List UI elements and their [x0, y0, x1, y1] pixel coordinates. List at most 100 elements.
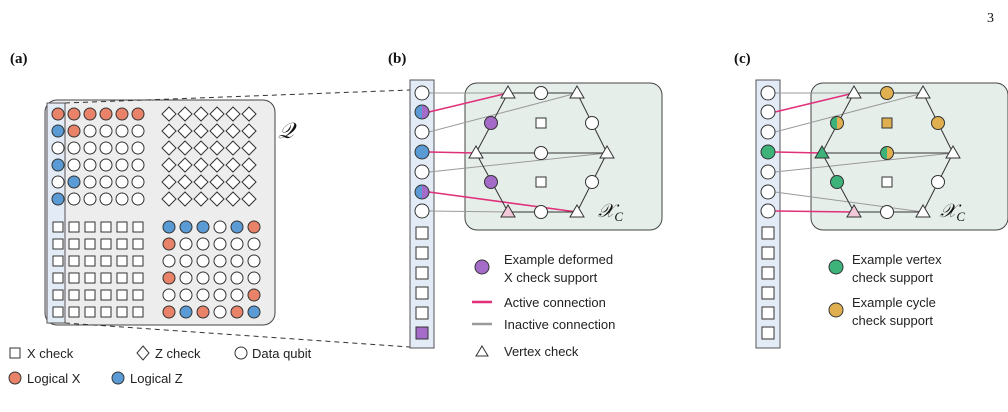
- strip-x-check: [761, 306, 775, 320]
- data-qubit-block-bottom: [162, 220, 261, 319]
- graph-qubit-node: [931, 175, 945, 189]
- strip-x-check: [415, 326, 429, 340]
- data-qubit: [213, 254, 227, 268]
- panel-b: (b) 𝒳C Example deformed X check support …: [388, 51, 663, 359]
- legend-cycle-line1: Example cycle: [852, 295, 936, 310]
- data-qubit: [67, 158, 81, 172]
- face-check: [535, 117, 547, 129]
- graph-qubit-node: [484, 175, 498, 189]
- data-qubit: [99, 175, 113, 189]
- data-qubit: [131, 124, 145, 138]
- data-qubit: [196, 254, 210, 268]
- strip-x-check: [415, 286, 429, 300]
- x-check: [116, 272, 128, 284]
- data-qubit: [196, 220, 210, 234]
- x-check: [116, 306, 128, 318]
- graph-qubit-node: [585, 175, 599, 189]
- strip-x-check: [761, 266, 775, 280]
- x-check: [84, 238, 96, 250]
- z-check: [225, 140, 241, 156]
- graph-panel-c: [810, 82, 1008, 231]
- region-symbol: 𝒬: [278, 118, 297, 143]
- z-check: [161, 191, 177, 207]
- data-qubit: [230, 220, 244, 234]
- panel-c-label: (c): [734, 51, 751, 67]
- data-qubit: [230, 305, 244, 319]
- legend-inactive: Inactive connection: [504, 317, 615, 332]
- data-qubit: [179, 288, 193, 302]
- z-check: [177, 191, 193, 207]
- page-number: 3: [987, 11, 994, 26]
- data-qubit: [83, 124, 97, 138]
- logical-x-icon: [8, 371, 22, 385]
- cycle-graph-c: [814, 85, 961, 219]
- z-check: [193, 157, 209, 173]
- legend-z-check: Z check: [155, 346, 201, 361]
- strip-qubit-node: [760, 124, 776, 140]
- legend-vertex-line2: check support: [852, 270, 933, 285]
- x-check: [100, 221, 112, 233]
- inactive-connection: [774, 92, 924, 133]
- data-qubit-block-top: [51, 107, 145, 206]
- z-check: [161, 106, 177, 122]
- x-check: [132, 238, 144, 250]
- strip-x-check: [415, 226, 429, 240]
- strip-mixed-node: [414, 184, 430, 200]
- highlighted-column: [46, 102, 66, 324]
- graph-qubit-node: [931, 116, 945, 130]
- data-qubit: [247, 305, 261, 319]
- data-qubit: [99, 192, 113, 206]
- x-check: [68, 289, 80, 301]
- panel-a: (a) 𝒬 X check Z check Data qubit Logical…: [8, 51, 411, 386]
- legend-logical-x: Logical X: [27, 371, 81, 386]
- z-check: [193, 140, 209, 156]
- strip-mixed-node-right: [422, 105, 429, 119]
- z-check-icon: [136, 345, 150, 361]
- x-check: [100, 238, 112, 250]
- z-check: [209, 123, 225, 139]
- data-qubit: [179, 271, 193, 285]
- z-check: [241, 157, 257, 173]
- data-qubit: [131, 141, 145, 155]
- strip-qubit-node: [414, 164, 430, 180]
- graph-qubit-node: [484, 116, 498, 130]
- graph-qubit-node: [880, 86, 894, 100]
- x-check: [132, 289, 144, 301]
- data-qubit: [196, 305, 210, 319]
- face-check: [881, 176, 893, 188]
- mixed-support-node-right: [887, 146, 894, 160]
- z-check: [241, 140, 257, 156]
- strip-x-check: [761, 286, 775, 300]
- data-qubit: [162, 271, 176, 285]
- legend-cycle-line2: check support: [852, 313, 933, 328]
- mixed-support-node-left: [880, 146, 887, 160]
- x-check: [84, 255, 96, 267]
- vertex-check: [500, 204, 516, 218]
- mixed-support-node: [830, 116, 844, 130]
- data-qubit: [115, 192, 129, 206]
- x-check: [68, 255, 80, 267]
- strip-nodes-c: [760, 85, 776, 340]
- strip-qubit-node: [414, 85, 430, 101]
- data-qubit: [99, 158, 113, 172]
- vertex-check: [500, 85, 516, 99]
- legend-logical-z: Logical Z: [130, 371, 183, 386]
- x-check: [100, 272, 112, 284]
- data-qubit: [162, 237, 176, 251]
- deformed-support-icon: [474, 259, 490, 275]
- graph-qubit-node: [830, 175, 844, 189]
- data-qubit: [247, 237, 261, 251]
- z-check: [193, 106, 209, 122]
- z-check: [209, 106, 225, 122]
- data-qubit: [51, 107, 65, 121]
- x-check: [84, 289, 96, 301]
- x-check: [52, 289, 64, 301]
- vertex-check: [915, 204, 931, 218]
- strip-x-check: [415, 266, 429, 280]
- strip-qubit-node: [414, 124, 430, 140]
- data-qubit: [230, 271, 244, 285]
- z-check: [241, 123, 257, 139]
- strip-qubit-node: [760, 203, 776, 219]
- face-check: [881, 117, 893, 129]
